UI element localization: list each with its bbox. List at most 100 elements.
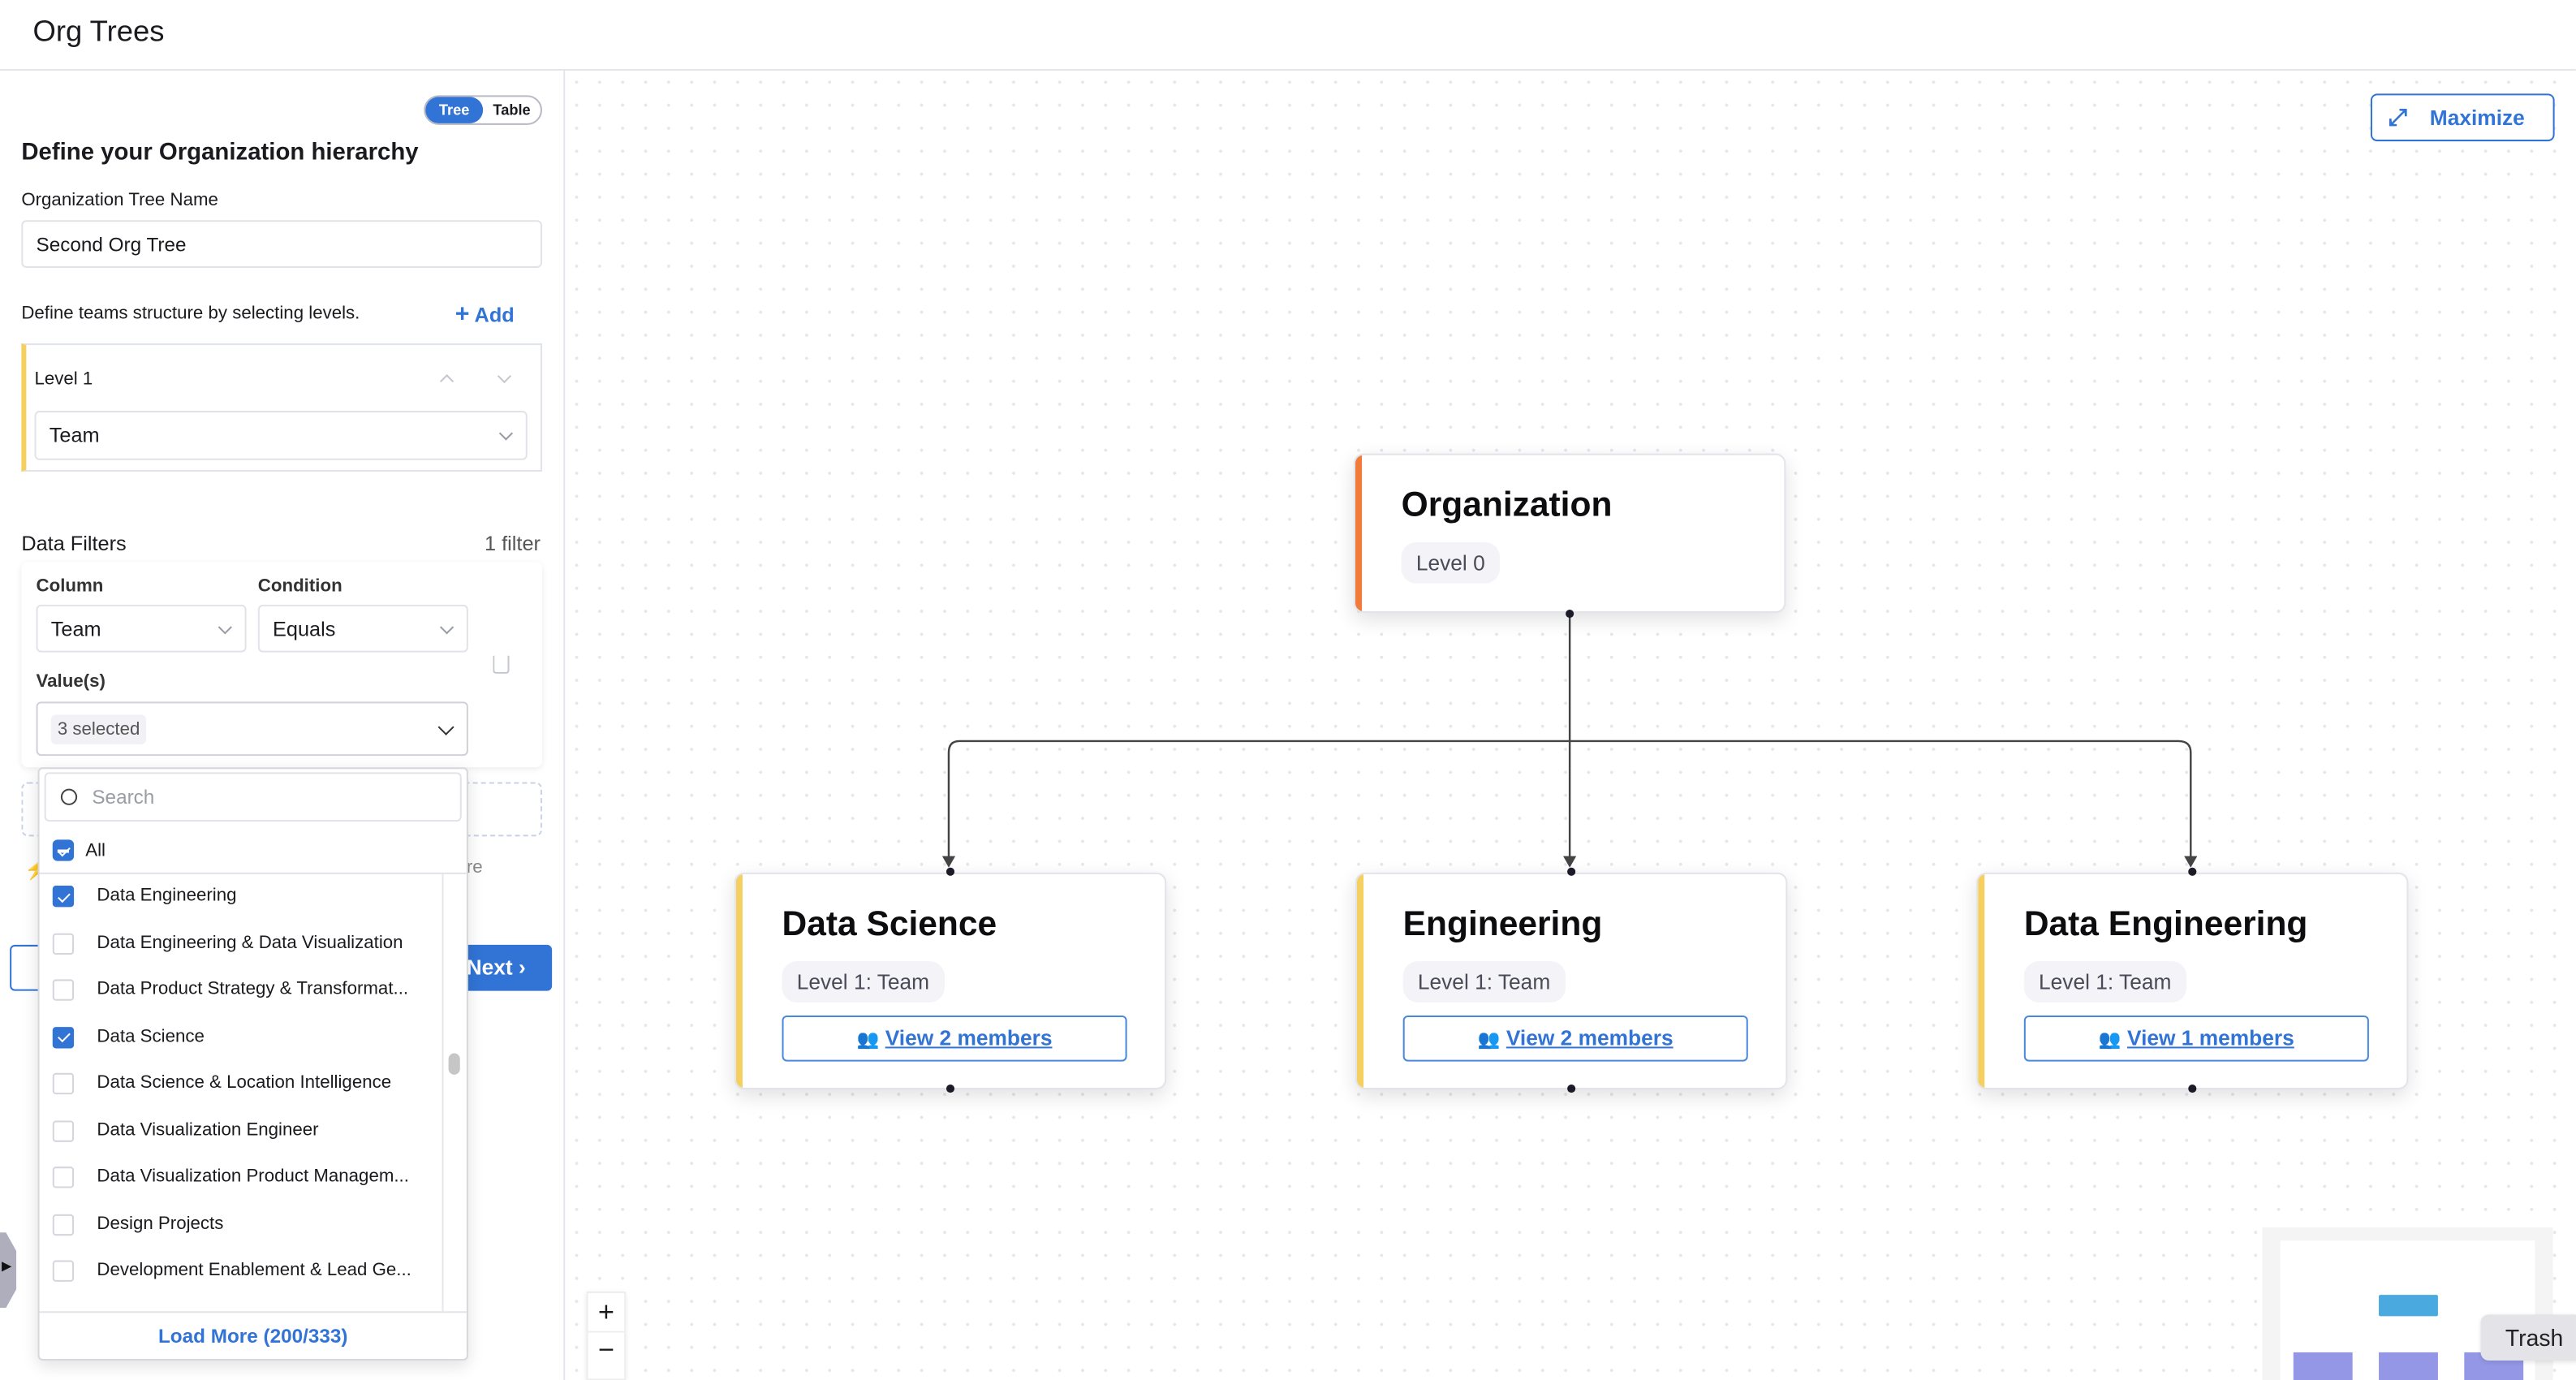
side-expand-tab[interactable]: ▶: [0, 1232, 17, 1309]
node-handle[interactable]: [946, 1084, 955, 1093]
minimap-node: [2293, 1352, 2353, 1380]
level-select-value: Team: [49, 424, 100, 447]
expand-icon: ⤢: [2389, 103, 2407, 130]
values-select[interactable]: 3 selected: [36, 701, 468, 757]
values-label: Value(s): [36, 671, 106, 692]
level-select[interactable]: Team: [34, 411, 528, 460]
node-team[interactable]: Engineering Level 1: Team 👥 View 2 membe…: [1355, 872, 1788, 1090]
option-label: Data Science: [97, 1026, 205, 1046]
filters-title: Data Filters: [21, 532, 127, 556]
column-value: Team: [50, 617, 101, 640]
users-icon: 👥: [856, 1030, 880, 1050]
tree-name-label: Organization Tree Name: [21, 190, 218, 211]
maximize-button[interactable]: ⤢ Maximize: [2370, 93, 2555, 142]
maximize-label: Maximize: [2429, 105, 2525, 130]
condition-select[interactable]: Equals: [257, 604, 468, 653]
tree-name-input[interactable]: Second Org Tree: [21, 220, 542, 268]
level-card: Level 1 Team: [21, 343, 542, 472]
node-handle[interactable]: [1567, 867, 1576, 876]
column-label: Column: [36, 576, 104, 597]
option-label: Data Engineering & Data Visualization: [97, 932, 403, 953]
option-checkbox[interactable]: [52, 979, 75, 1001]
selected-count-chip: 3 selected: [50, 714, 147, 744]
option-item[interactable]: Data Product Strategy & Transformat...: [40, 968, 450, 1014]
users-icon: 👥: [2098, 1030, 2122, 1050]
tab-tree[interactable]: Tree: [425, 97, 484, 123]
level-chip: Level 0: [1401, 541, 1500, 584]
node-organization[interactable]: Organization Level 0: [1353, 453, 1786, 614]
tab-table[interactable]: Table: [493, 101, 531, 119]
condition-value: Equals: [273, 617, 336, 640]
level-chip: Level 1: Team: [2023, 961, 2186, 1003]
section-heading: Define your Organization hierarchy: [21, 140, 419, 166]
view-members-button[interactable]: 👥 View 2 members: [1402, 1015, 1748, 1062]
node-handle[interactable]: [2188, 1084, 2197, 1093]
node-title: Data Engineering: [2023, 905, 2308, 943]
option-item[interactable]: Data Engineering & Data Visualization: [40, 921, 450, 968]
option-item[interactable]: Data Engineering: [40, 874, 450, 921]
users-icon: 👥: [1477, 1030, 1501, 1050]
option-checkbox[interactable]: [52, 886, 75, 908]
plus-icon: +: [454, 300, 470, 329]
node-handle[interactable]: [1566, 609, 1574, 619]
option-checkbox[interactable]: [52, 1119, 75, 1141]
option-checkbox[interactable]: [52, 1072, 75, 1095]
option-checkbox[interactable]: [52, 1213, 75, 1236]
play-icon: ▶: [2, 1258, 12, 1274]
option-label: Data Product Strategy & Transformat...: [97, 979, 409, 999]
option-item[interactable]: Development Enablement & Lead Ge...: [40, 1248, 450, 1295]
option-checkbox[interactable]: [52, 1026, 75, 1048]
view-members-button[interactable]: 👥 View 2 members: [782, 1015, 1127, 1062]
option-item[interactable]: Data Science & Location Intelligence: [40, 1062, 450, 1108]
add-label: Add: [474, 304, 515, 327]
load-more-button[interactable]: Load More (200/333): [39, 1311, 467, 1361]
scrollbar-track: [442, 873, 444, 1312]
arrowhead-icons: [941, 856, 2198, 868]
node-handle[interactable]: [946, 867, 955, 876]
zoom-controls: + −: [586, 1292, 627, 1380]
node-team[interactable]: Data Engineering Level 1: Team 👥 View 1 …: [1976, 872, 2409, 1090]
option-label: Data Science & Location Intelligence: [97, 1072, 392, 1093]
node-handle[interactable]: [2188, 867, 2197, 876]
view-members-label: View 2 members: [885, 1025, 1053, 1050]
view-members-label: View 1 members: [2126, 1025, 2294, 1050]
option-item[interactable]: Design Projects: [40, 1202, 450, 1248]
scrollbar-thumb[interactable]: [448, 1053, 460, 1075]
minimap-node: [2379, 1352, 2438, 1380]
view-members-button[interactable]: 👥 View 1 members: [2023, 1015, 2369, 1062]
add-level-button[interactable]: + Add: [455, 300, 515, 328]
node-team[interactable]: Data Science Level 1: Team 👥 View 2 memb…: [734, 872, 1167, 1090]
condition-label: Condition: [257, 576, 342, 597]
zoom-out-button[interactable]: −: [597, 1334, 614, 1366]
level-label: Level 1: [34, 369, 93, 390]
node-title: Engineering: [1402, 905, 1603, 943]
column-select[interactable]: Team: [36, 604, 247, 653]
tree-canvas[interactable]: [565, 71, 2576, 1380]
node-handle[interactable]: [1567, 1084, 1576, 1093]
option-label: Development Enablement & Lead Ge...: [97, 1260, 411, 1280]
zoom-in-button[interactable]: +: [588, 1293, 625, 1333]
option-checkbox[interactable]: [52, 932, 75, 955]
option-label: Data Engineering: [97, 886, 237, 906]
level-chip: Level 1: Team: [1402, 961, 1566, 1003]
view-members-label: View 2 members: [1506, 1025, 1674, 1050]
all-label: All: [85, 841, 106, 861]
option-checkbox[interactable]: [52, 1167, 75, 1188]
search-placeholder: Search: [92, 785, 155, 809]
option-item[interactable]: Data Science: [40, 1015, 450, 1061]
option-checkbox[interactable]: [52, 1260, 75, 1282]
trash-tooltip: Trash: [2480, 1314, 2576, 1361]
level-color-bar: [1355, 455, 1363, 612]
hint-text: re: [466, 857, 483, 878]
indeterminate-checkbox[interactable]: [52, 839, 75, 861]
dropdown-search-input[interactable]: Search: [44, 772, 462, 822]
option-item[interactable]: Data Visualization Engineer: [40, 1108, 450, 1154]
option-item[interactable]: Data Visualization Product Managem...: [40, 1155, 450, 1201]
filters-count: 1 filter: [485, 532, 541, 556]
select-all-row[interactable]: All: [39, 828, 467, 874]
trash-icon[interactable]: [493, 655, 510, 674]
view-toggle[interactable]: Tree Table: [424, 95, 542, 125]
